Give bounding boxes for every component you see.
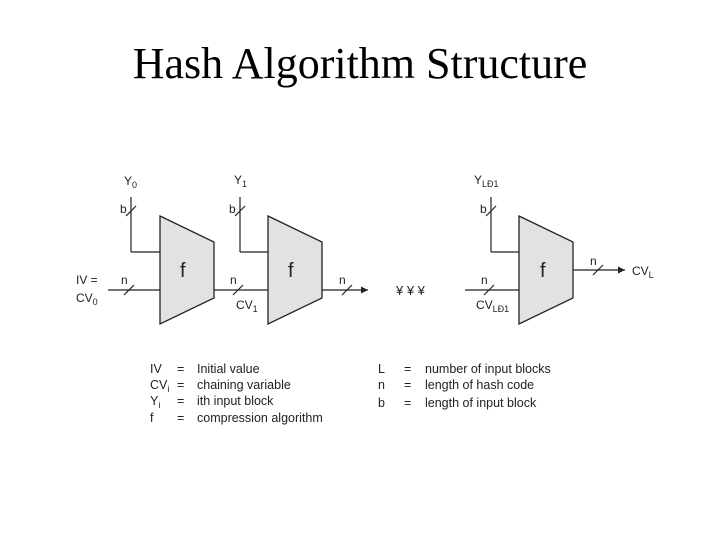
stage-1-width-label: b bbox=[120, 202, 127, 216]
legend-left-sym-3: f bbox=[150, 411, 154, 425]
legend-left-desc-3: compression algorithm bbox=[197, 411, 323, 425]
legend-left-sym-1: CVi bbox=[150, 378, 169, 394]
legend-left-eq-2: = bbox=[177, 394, 184, 408]
output-width-label: n bbox=[590, 254, 597, 268]
legend-left-eq-0: = bbox=[177, 362, 184, 376]
legend-right-eq-1: = bbox=[404, 378, 411, 392]
stage-2: Y1 b f n CV1 n bbox=[214, 173, 368, 326]
legend-left-sym-0: IV bbox=[150, 362, 162, 376]
function-label-3: f bbox=[540, 260, 546, 282]
function-label-1: f bbox=[180, 260, 186, 282]
stage-3: YLĐ1 b f n CVLĐ1 n CVL bbox=[465, 173, 654, 326]
compression-function-box-2 bbox=[267, 214, 323, 326]
legend-left-sym-2: Yi bbox=[150, 394, 160, 410]
iv-label: IV = bbox=[76, 273, 98, 287]
stage-2-width-slash bbox=[234, 205, 246, 217]
legend-right-desc-2: length of input block bbox=[425, 396, 537, 410]
legend-right-desc-0: number of input blocks bbox=[425, 362, 551, 376]
legend-right-desc-1: length of hash code bbox=[425, 378, 534, 392]
stage-2-output-width-label: n bbox=[339, 273, 346, 287]
legend-right-sym-0: L bbox=[378, 362, 385, 376]
stage-3-width-label: b bbox=[480, 202, 487, 216]
cv0-label: CV0 bbox=[76, 291, 98, 307]
cv1-label: CV1 bbox=[236, 298, 258, 314]
compression-function-box-1 bbox=[159, 214, 215, 326]
legend-right: L = number of input blocks n = length of… bbox=[378, 362, 551, 410]
legend-left-desc-1: chaining variable bbox=[197, 378, 291, 392]
stage-2-output-arrow bbox=[361, 286, 368, 294]
legend-left-desc-0: Initial value bbox=[197, 362, 260, 376]
legend-left: IV = Initial value CVi = chaining variab… bbox=[150, 362, 323, 425]
cv1-width-slash bbox=[232, 284, 244, 296]
legend-right-sym-2: b bbox=[378, 396, 385, 410]
output-arrow bbox=[618, 266, 625, 274]
cv1-width-label: n bbox=[230, 273, 237, 287]
stage-1-width-slash bbox=[125, 205, 137, 217]
cvl-minus1-width-label: n bbox=[481, 273, 488, 287]
stage-3-width-slash bbox=[485, 205, 497, 217]
output-label: CVL bbox=[632, 264, 654, 280]
legend-left-eq-3: = bbox=[177, 411, 184, 425]
stage-1-input-label: Y0 bbox=[124, 174, 137, 190]
page-title: Hash Algorithm Structure bbox=[132, 39, 588, 88]
stage-1: Y0 b f IV = CV0 n bbox=[76, 174, 215, 326]
ellipsis: ¥ ¥ ¥ bbox=[395, 283, 426, 298]
function-label-2: f bbox=[288, 260, 294, 282]
cvl-minus1-label: CVLĐ1 bbox=[476, 298, 509, 314]
output-width-slash bbox=[592, 264, 604, 276]
legend-right-eq-0: = bbox=[404, 362, 411, 376]
legend-left-eq-1: = bbox=[177, 378, 184, 392]
compression-function-box-3 bbox=[518, 214, 574, 326]
stage-2-output-slash bbox=[341, 284, 353, 296]
legend-right-sym-1: n bbox=[378, 378, 385, 392]
iv-width-label: n bbox=[121, 273, 128, 287]
stage-2-width-label: b bbox=[229, 202, 236, 216]
legend-left-desc-2: ith input block bbox=[197, 394, 274, 408]
legend-right-eq-2: = bbox=[404, 396, 411, 410]
cvl-minus1-width-slash bbox=[483, 284, 495, 296]
stage-3-input-label: YLĐ1 bbox=[474, 173, 499, 189]
iv-width-slash bbox=[123, 284, 135, 296]
stage-2-input-label: Y1 bbox=[234, 173, 247, 189]
